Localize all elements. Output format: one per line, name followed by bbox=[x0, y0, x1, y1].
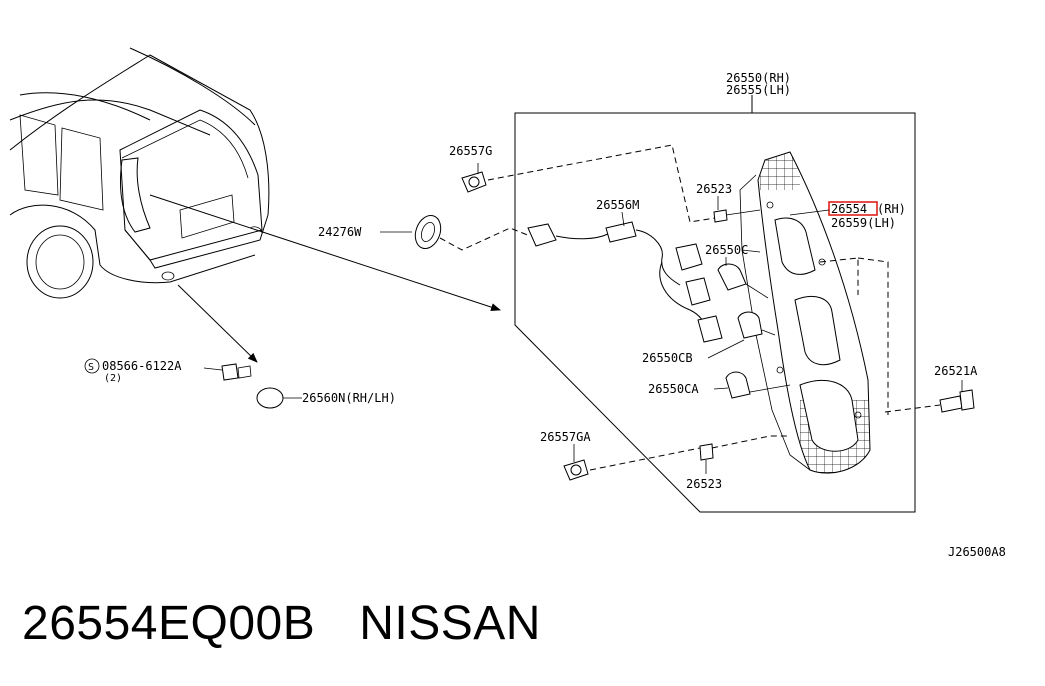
lens-code-label: 26554 bbox=[831, 202, 867, 216]
bulb-cb-label: 26550CB bbox=[642, 351, 693, 365]
screw-bottom-label: 26523 bbox=[686, 477, 722, 491]
cap-screw-qty: (2) bbox=[104, 373, 122, 384]
drawing-code: J26500A8 bbox=[948, 545, 1006, 559]
bulb-c bbox=[717, 263, 769, 299]
cap bbox=[256, 387, 302, 409]
parts-diagram: 26550(RH) 26555(LH) 26554 (RH) 26559(LH)… bbox=[9, 47, 1006, 559]
assy-rh-label: 26550(RH) bbox=[726, 71, 791, 85]
clip-top bbox=[461, 163, 487, 193]
clip-bottom bbox=[563, 444, 589, 481]
assy-lh-label: 26555(LH) bbox=[726, 83, 791, 97]
cap-label: 26560N(RH/LH) bbox=[302, 391, 396, 405]
screw-bottom bbox=[699, 443, 714, 474]
bulb-ca bbox=[725, 371, 791, 399]
bulb-c-label: 26550C bbox=[705, 243, 748, 257]
lens-lh-label: 26559(LH) bbox=[831, 216, 896, 230]
harness-label: 26556M bbox=[596, 198, 639, 212]
cap-screw-label: 08566-6122A bbox=[102, 359, 182, 373]
screw-top bbox=[713, 209, 761, 223]
bulb-ca-label: 26550CA bbox=[648, 382, 699, 396]
svg-text:S: S bbox=[88, 362, 94, 373]
bulb-cb bbox=[737, 311, 776, 339]
detail-frame bbox=[514, 112, 916, 513]
grommet bbox=[414, 215, 442, 249]
brand-name: NISSAN bbox=[359, 597, 541, 650]
bolt-label: 26521A bbox=[934, 364, 978, 378]
wire-harness bbox=[527, 221, 723, 343]
clip-bottom-label: 26557GA bbox=[540, 430, 591, 444]
part-caption: 26554EQ00B NISSAN bbox=[22, 596, 541, 651]
part-number: 26554EQ00B bbox=[22, 597, 316, 650]
tail-lamp-housing bbox=[739, 151, 871, 474]
cap-location-arrow bbox=[177, 284, 258, 363]
lens-highlight-box bbox=[828, 201, 878, 216]
lamp-location-arrow bbox=[149, 194, 501, 311]
bolt bbox=[939, 380, 975, 413]
cap-screw: S bbox=[84, 358, 252, 381]
screw-top-label: 26523 bbox=[696, 182, 732, 196]
clip-top-label: 26557G bbox=[449, 144, 492, 158]
grommet-label: 24276W bbox=[318, 225, 362, 239]
lens-rh-label: (RH) bbox=[877, 202, 906, 216]
vehicle-rear-illustration bbox=[9, 47, 270, 299]
